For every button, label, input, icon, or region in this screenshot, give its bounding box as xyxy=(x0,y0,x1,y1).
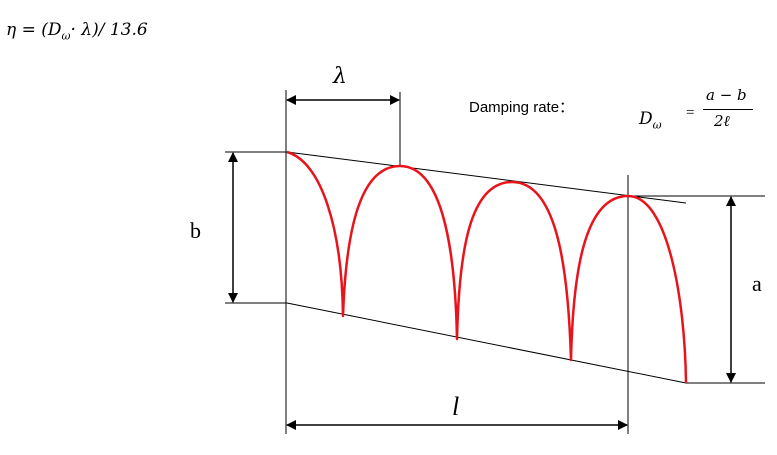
damping-denominator: 2ℓ xyxy=(714,112,730,130)
damping-symbol-letter: D xyxy=(639,109,653,129)
damping-numerator: a − b xyxy=(706,86,747,104)
b-label: b xyxy=(190,218,201,243)
damping-symbol: Dω xyxy=(639,109,662,131)
lambda-label: λ xyxy=(333,64,347,89)
eta-tail: / 13.6 xyxy=(98,20,148,40)
eta-middle: · λ) xyxy=(70,20,99,40)
damping-rate-label: Damping rate： xyxy=(469,99,575,116)
eta-equals: = xyxy=(21,20,36,40)
damped-oscillation-curve xyxy=(286,150,688,384)
upper-envelope-line xyxy=(286,151,687,204)
l-label: l xyxy=(452,392,460,421)
eta-open: (D xyxy=(41,20,62,40)
eta-formula: η = (Dω· λ)/ 13.6 xyxy=(6,20,148,42)
damping-fraction-bar xyxy=(703,109,753,110)
damping-symbol-subscript: ω xyxy=(652,118,662,132)
eta-subscript: ω xyxy=(61,29,71,43)
lower-envelope-line xyxy=(286,302,687,384)
a-label: a xyxy=(752,271,762,296)
damping-equals: = xyxy=(686,105,695,121)
eta-symbol: η xyxy=(6,20,17,40)
